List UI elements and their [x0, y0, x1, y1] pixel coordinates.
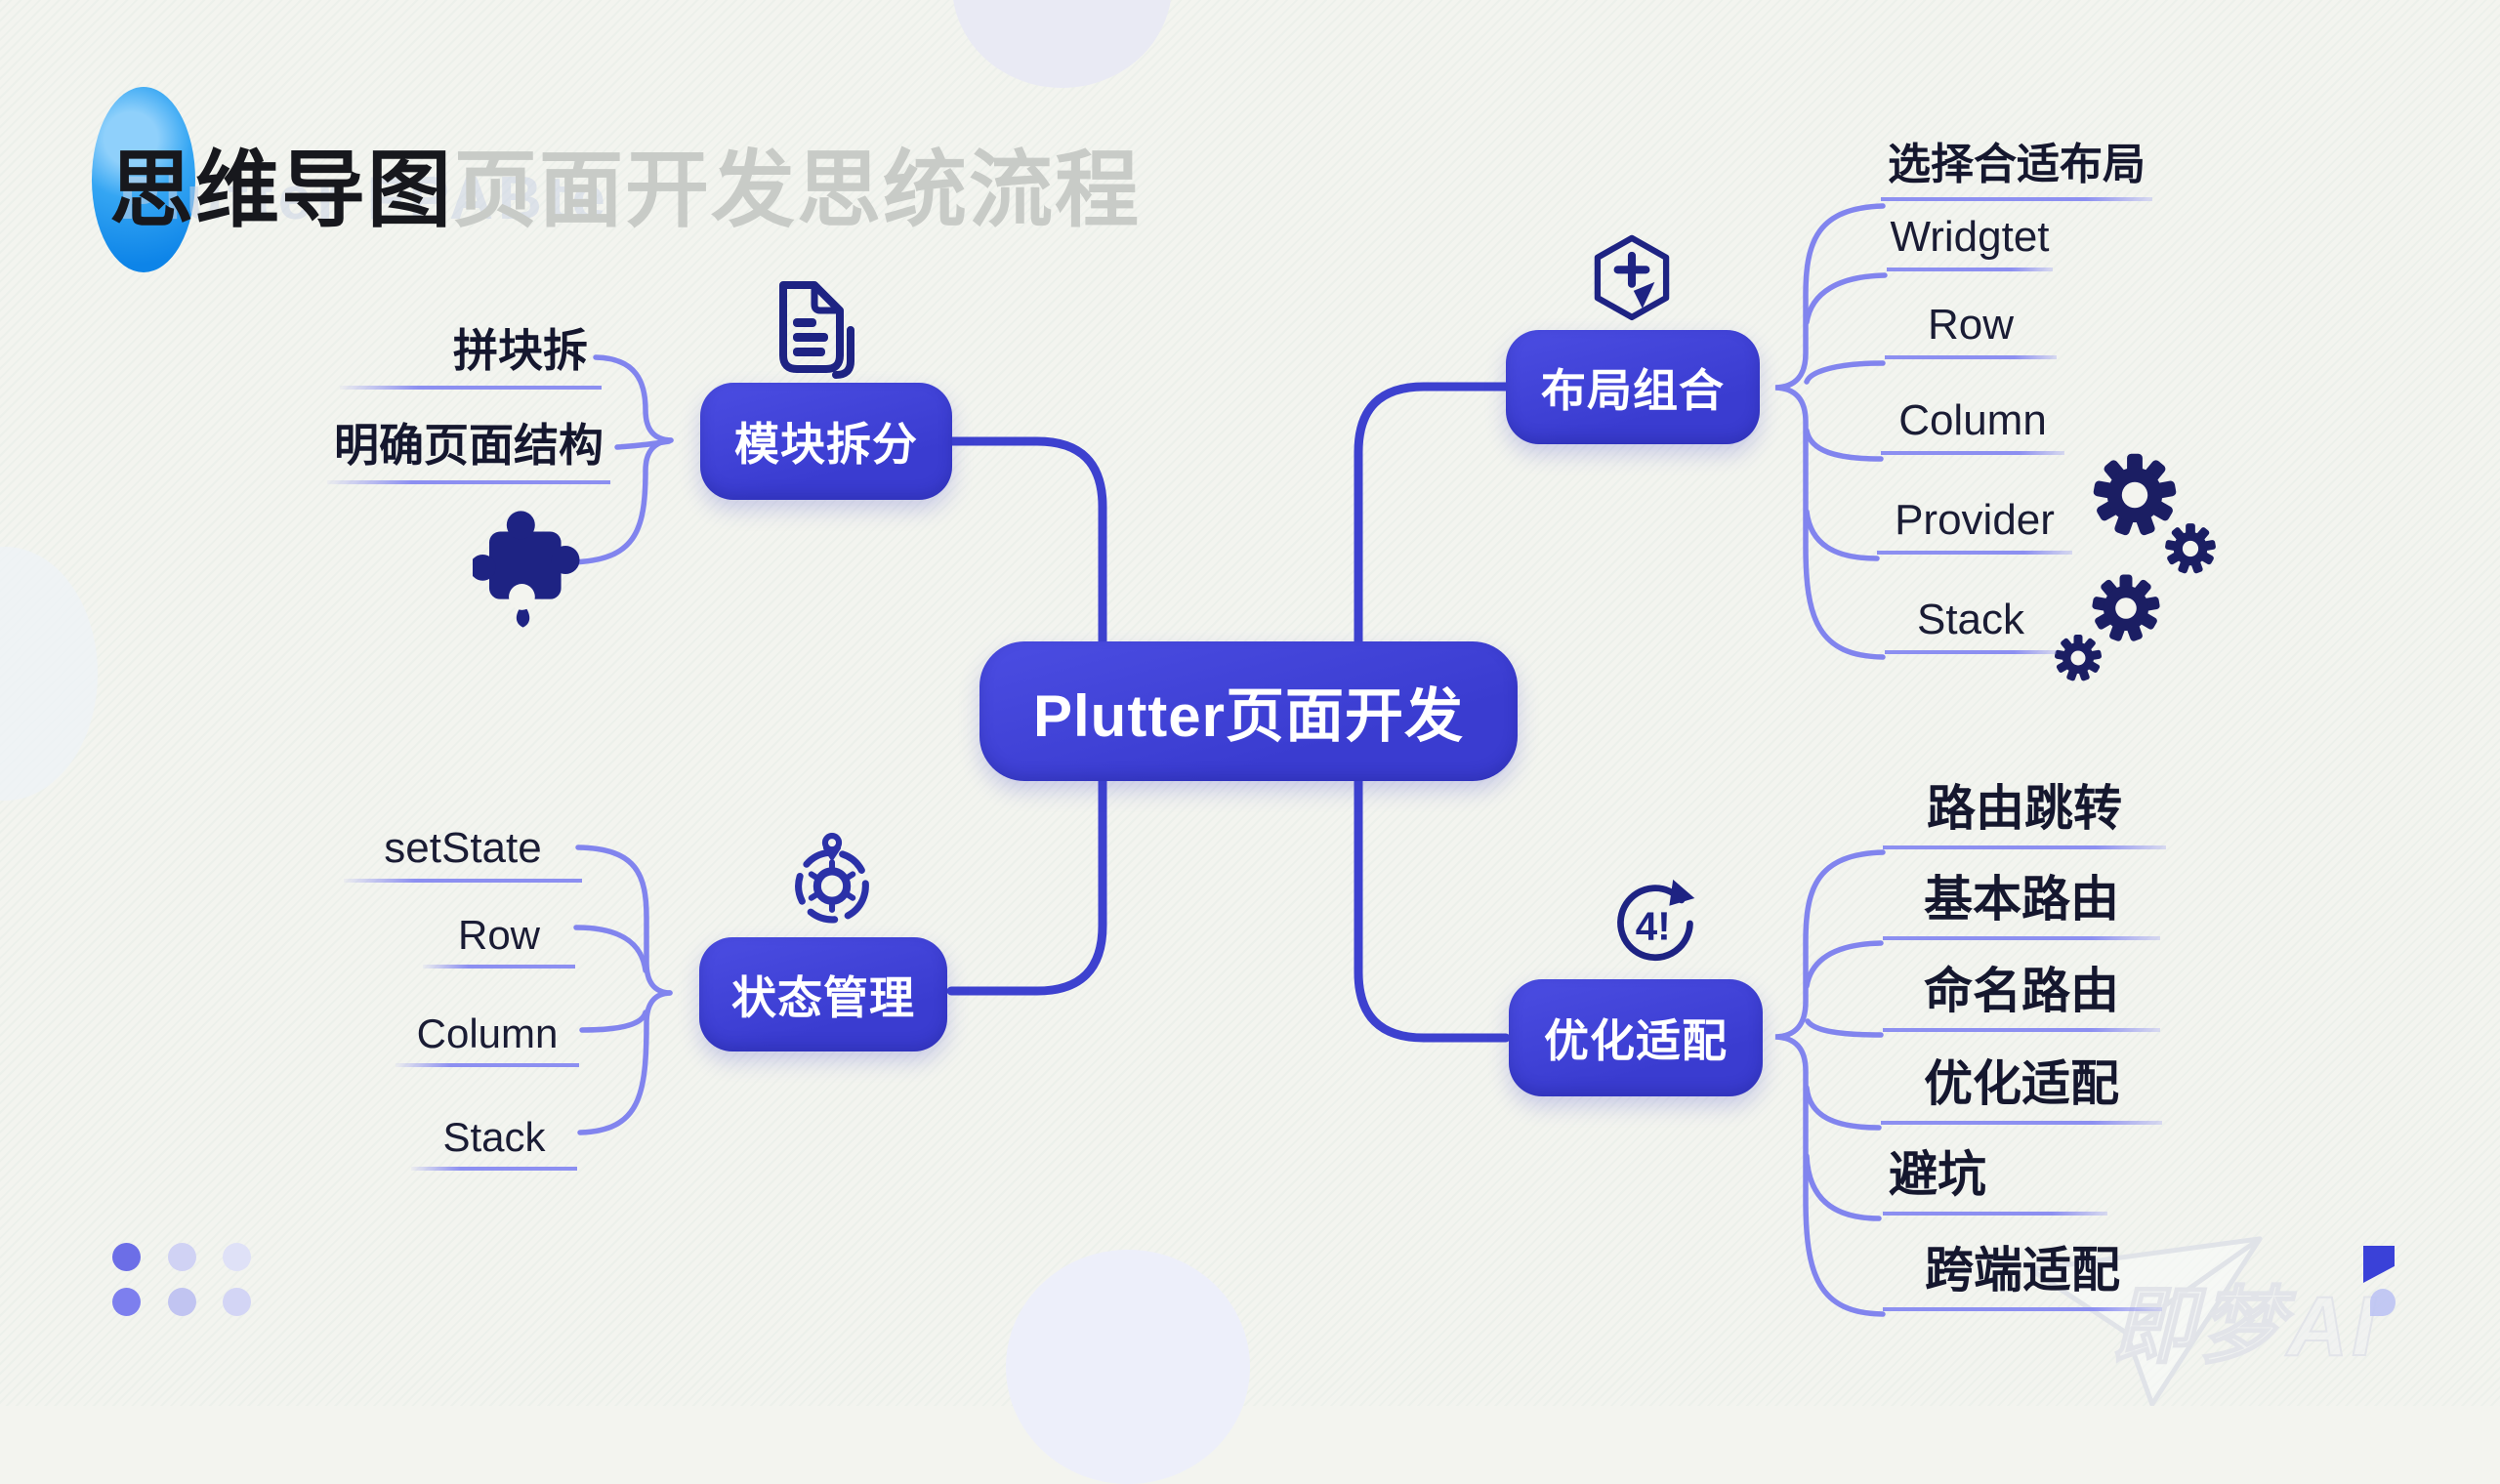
- leaf-layout-5: Stack: [1885, 596, 2057, 654]
- leaf-state-2: Column: [396, 1009, 579, 1067]
- dot: [167, 1288, 196, 1316]
- connector-optimize-to-center: [1354, 764, 1511, 1043]
- document-icon: [779, 281, 854, 379]
- puzzle-icon: [473, 511, 580, 628]
- refresh-icon-number: 4!: [1636, 903, 1671, 948]
- leaf-optimize-0: 路由跳转: [1883, 781, 2166, 849]
- node-layout: 布局组合: [1506, 330, 1760, 444]
- leaf-layout-3: Column: [1881, 396, 2064, 455]
- leaf-optimize-2: 命名路由: [1883, 964, 2160, 1032]
- leaf-state-0: setState: [344, 824, 582, 883]
- dot: [223, 1288, 252, 1316]
- logo-accent-dot: [2370, 1289, 2396, 1316]
- wheel-icon: [795, 833, 869, 924]
- leaf-layout-0: 选择合适布局: [1881, 139, 2152, 201]
- title-accent-circle: [92, 87, 195, 272]
- connector-layout-to-center: [1354, 382, 1515, 649]
- leaf-optimize-4: 避坑: [1883, 1147, 2107, 1216]
- leaf-layout-4: Provider: [1877, 496, 2072, 555]
- brace-layout: [1774, 203, 1888, 660]
- dots-grid-decoration: [112, 1243, 278, 1333]
- node-center: Plutter页面开发: [979, 641, 1518, 781]
- hexagon-plus-icon: [1594, 234, 1670, 321]
- brace-module: [568, 354, 674, 565]
- dot: [223, 1243, 252, 1271]
- brace-state: [573, 845, 673, 1135]
- leaf-module-0: 拼块拆: [340, 323, 602, 390]
- page-title-main: 思维导图: [109, 144, 453, 237]
- leaf-optimize-1: 基本路由: [1883, 872, 2160, 940]
- node-state: 状态管理: [699, 937, 947, 1051]
- brace-optimize: [1774, 849, 1886, 1317]
- leaf-state-3: Stack: [411, 1113, 577, 1171]
- page-title-ghost: 页面开发思统流程: [453, 144, 1141, 237]
- page-title: 思维导图页面开发思统流程: [109, 121, 1141, 243]
- dot: [112, 1288, 141, 1316]
- leaf-layout-2: Row: [1885, 301, 2057, 359]
- node-optimize: 优化适配: [1509, 979, 1763, 1096]
- gears-icon: [2054, 453, 2217, 682]
- connector-state-to-center: [946, 764, 1107, 996]
- connector-module-to-center: [944, 436, 1107, 649]
- node-module: 模块拆分: [700, 383, 952, 500]
- leaf-optimize-3: 优化适配: [1881, 1056, 2162, 1125]
- dot: [167, 1243, 196, 1271]
- title-faint-watermark: Plutter FPABte: [119, 165, 610, 232]
- leaf-state-1: Row: [423, 908, 575, 969]
- leaf-layout-1: Wridgtet: [1887, 213, 2053, 271]
- leaf-module-1: 明确页面结构: [327, 418, 610, 484]
- dot: [112, 1243, 141, 1271]
- refresh-cycle-icon: 4!: [1617, 879, 1695, 962]
- leaf-optimize-5: 跨端适配: [1883, 1243, 2162, 1311]
